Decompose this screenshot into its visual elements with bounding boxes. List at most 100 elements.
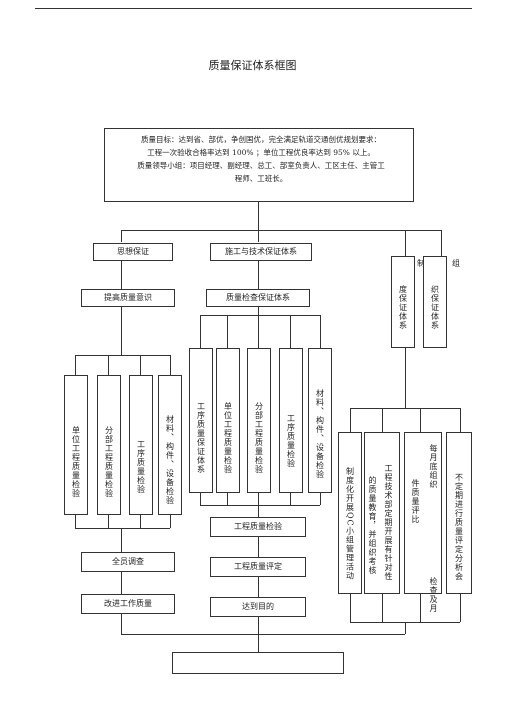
mid-column-4: 工序质量检验 [279,348,303,493]
connector [258,577,259,597]
all-staff-survey-box: 全员调查 [81,552,175,572]
construction-system-box: 施工与技术保证体系 [210,243,312,261]
connector [320,315,321,348]
connector [405,622,406,634]
system-guarantee-text: 度保证体系 [398,284,408,330]
top-rule [35,8,472,9]
mid-column-4-text: 工序质量检验 [286,413,296,468]
right-column-qc: 制度化开展QC小组管理活动 [338,432,362,594]
connector [170,355,171,375]
right-column-monthly-text-b: 检查及月 [429,577,438,613]
left-column-2-text: 分部工程质量检验 [104,426,114,498]
connector [121,261,122,289]
goal-line-3: 质量领导小组：项目经理、副经理、总工、部室负责人、工区主任、主管工 [137,161,385,170]
mid-column-2: 单位工程质量检验 [216,348,240,493]
connector [320,493,321,505]
organization-guarantee-text: 织保证体系 [430,284,440,330]
page-title: 质量保证体系框图 [208,59,297,72]
connector [290,493,291,505]
connector [200,505,320,506]
connector [258,315,259,348]
connector [258,230,259,242]
right-column-education-text-a: 的质量教育，并组织考核 [368,475,377,575]
mid-column-1-text: 工序质量保证体系 [196,401,206,474]
connector [121,230,441,231]
inspection-system-box: 质量检查保证体系 [206,289,310,307]
mid-column-1: 工序质量保证体系 [189,348,213,493]
connector [108,515,109,528]
right-column-education [364,432,400,594]
ideology-box: 思想保证 [93,243,173,261]
connector [258,505,259,517]
connector [258,493,259,505]
connector [460,594,461,622]
connector [382,594,383,622]
connector [200,493,201,505]
engineering-inspection-box: 工程质量检验 [210,517,306,537]
connector [121,634,405,635]
left-column-4-text: 材料、构件、设备检验 [165,415,175,505]
connector [258,617,259,634]
quality-goal-text: 质量目标：达到省、部优，争创国优，完全满足轨道交通创优规划要求： 工程一次验收合… [116,133,406,185]
connector [350,408,351,432]
connector [258,634,259,652]
connector [140,355,141,375]
right-column-monthly-check [404,432,442,594]
connector [75,355,170,356]
connector [420,594,421,622]
connector [227,315,228,348]
system-guarantee-box: 度保证体系 [391,256,415,348]
connector [121,230,122,242]
connector [200,315,320,316]
right-column-irregular-eval: 不定期进行质量评定分析会 [446,432,472,594]
final-box [172,652,344,674]
goal-line-1: 质量目标：达到省、部优，争创国优，完全满足轨道交通创优规划要求： [141,135,381,144]
improve-work-quality-box: 改进工作质量 [81,594,175,614]
left-column-4: 材料、构件、设备检验 [158,375,182,515]
left-column-3-text: 工序质量检验 [136,440,146,494]
right-column-education-text-b: 工程技术部定期开展有针对性 [384,464,393,581]
connector [170,515,171,528]
connector [382,408,383,432]
right-column-qc-text: 制度化开展QC小组管理活动 [345,467,355,581]
left-column-1-text: 单位工程质量检验 [71,426,81,498]
mid-column-3: 分部工程质量检验 [247,348,271,493]
engineering-evaluation-box: 工程质量评定 [210,557,306,577]
connector [405,348,406,408]
connector [200,315,201,348]
connector [258,202,259,230]
left-column-2: 分部工程质量检验 [97,375,121,515]
connector [121,572,122,594]
connector [350,594,351,622]
connector [441,230,442,256]
mid-column-5-text: 材料、构件、设备检验 [315,388,325,479]
achieve-goal-box: 达到目的 [210,597,306,617]
right-column-irregular-eval-text: 不定期进行质量评定分析会 [454,473,464,581]
connector [121,528,122,552]
label-zhi: 制 [417,259,425,268]
connector [258,537,259,557]
mid-column-2-text: 单位工程质量检验 [223,401,233,474]
connector [121,307,122,355]
goal-line-2: 工程一次验收合格率达到 100% ；单位工程优良率达到 95% 以上。 [147,148,375,157]
connector [227,493,228,505]
right-column-monthly-text-a: 每月底组织 [429,443,438,489]
connector [140,515,141,528]
connector [420,408,421,432]
connector [460,408,461,432]
connector [290,315,291,348]
connector [350,408,460,409]
mid-column-3-text: 分部工程质量检验 [254,401,264,474]
connector [258,307,259,315]
left-column-1: 单位工程质量检验 [64,375,88,515]
connector [121,614,122,634]
label-zu: 组 [452,259,460,268]
mid-column-5: 材料、构件、设备检验 [308,348,332,493]
connector [75,355,76,375]
right-column-monthly-text-c: 件质量评比 [411,478,420,524]
connector [75,515,76,528]
organization-guarantee-box: 织保证体系 [423,256,447,348]
goal-line-4: 程师、工班长。 [234,174,288,183]
connector [258,261,259,289]
connector [405,230,406,256]
